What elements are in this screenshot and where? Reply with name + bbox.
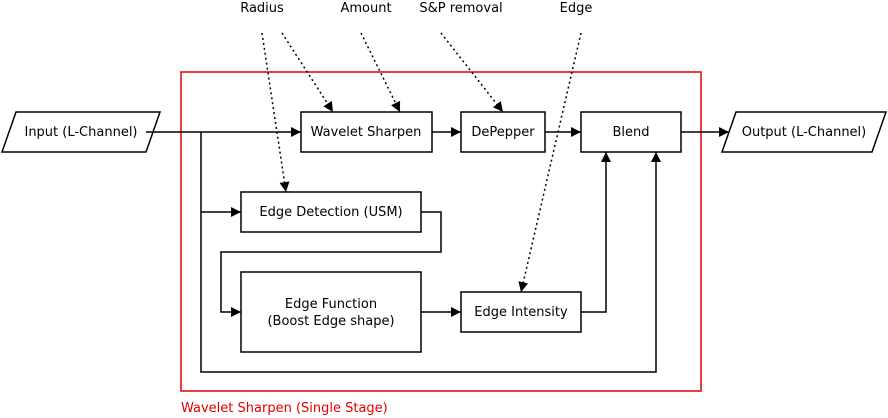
depepper-block — [460, 111, 546, 153]
edge-to-intensity-arrow — [518, 32, 582, 293]
output-node — [720, 111, 888, 153]
intensity-to-blend-arrow — [581, 152, 611, 313]
blend-block — [580, 111, 682, 153]
param-edge-label: Edge — [560, 1, 593, 16]
param-radius-label: Radius — [240, 1, 284, 16]
edge-intensity-block — [460, 291, 582, 333]
param-sp-removal-label: S&P removal — [419, 1, 502, 16]
wavelet-sharpen-label: Wavelet Sharpen — [311, 125, 422, 140]
radius-to-wavelet-arrow — [281, 32, 334, 113]
stage-frame — [180, 71, 702, 392]
output-label: Output (L-Channel) — [742, 125, 867, 140]
depepper-label: DePepper — [471, 125, 535, 140]
edge-detection-to-edge-function-arrow — [220, 211, 442, 317]
edge-intensity-label: Edge Intensity — [474, 305, 568, 320]
stage-frame-label: Wavelet Sharpen (Single Stage) — [181, 401, 388, 416]
sp-removal-to-depepper-arrow — [440, 32, 504, 113]
edge-function-block — [240, 271, 422, 353]
param-amount-label: Amount — [340, 1, 391, 16]
edge-function-sublabel: (Boost Edge shape) — [267, 314, 394, 329]
input-node — [0, 111, 162, 153]
edge-detection-label: Edge Detection (USM) — [259, 205, 402, 220]
input-label: Input (L-Channel) — [24, 125, 137, 140]
input-bypass-to-blend-arrow — [200, 132, 661, 373]
radius-to-edge-detection-arrow — [261, 32, 290, 193]
blend-label: Blend — [612, 125, 649, 140]
edge-function-label: Edge Function — [285, 297, 377, 312]
